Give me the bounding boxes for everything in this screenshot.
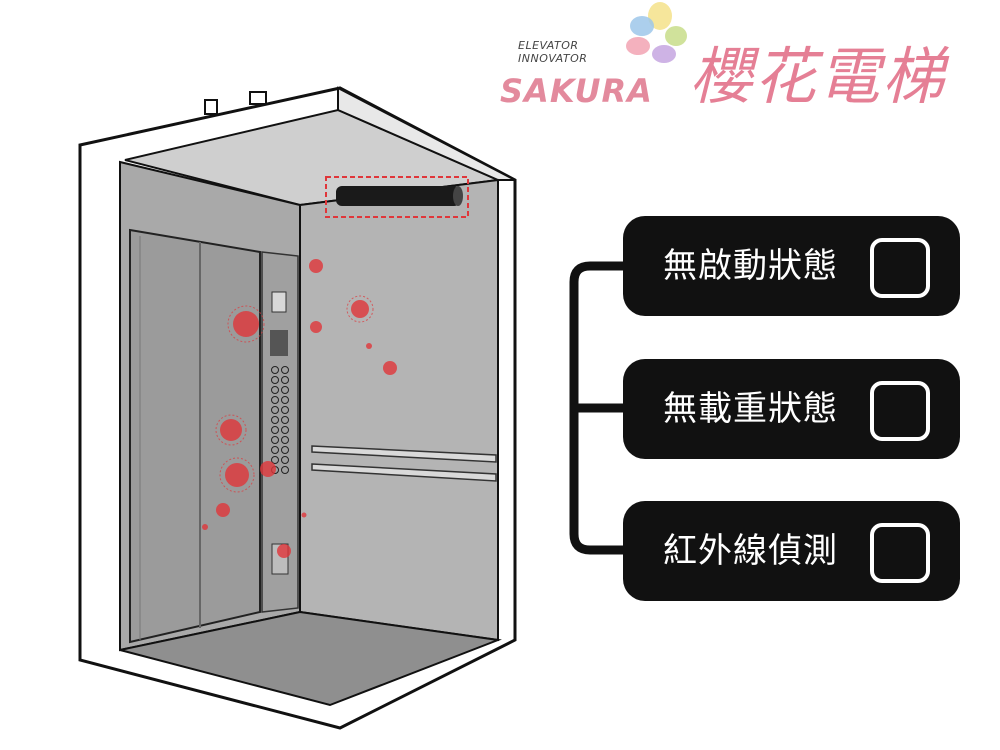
checkbox-empty-icon[interactable] [870,381,930,441]
status-label: 無載重狀態 [663,389,838,429]
brand-logo: ELEVATOR INNOVATOR SAKURA 櫻花電梯 [500,0,1000,113]
status-panel-no-load: 無載重狀態 [623,359,960,459]
status-panel-no-start: 無啟動狀態 [623,216,960,316]
connector-bracket [569,261,630,555]
checkbox-empty-icon[interactable] [870,238,930,298]
logo-brand-name: SAKURA [500,72,653,110]
logo-chinese-name: 櫻花電梯 [690,40,947,113]
status-label: 紅外線偵測 [663,531,838,571]
status-panel-infrared: 紅外線偵測 [623,501,960,601]
elevator-cabin-illustration [78,86,517,730]
flower-petals-icon [626,2,687,63]
status-label: 無啟動狀態 [663,246,838,286]
checkbox-empty-icon[interactable] [870,523,930,583]
virus-particle-icons [202,259,397,558]
logo-tagline-elevator: ELEVATOR [518,39,579,52]
logo-tagline-innovator: INNOVATOR [518,52,588,65]
